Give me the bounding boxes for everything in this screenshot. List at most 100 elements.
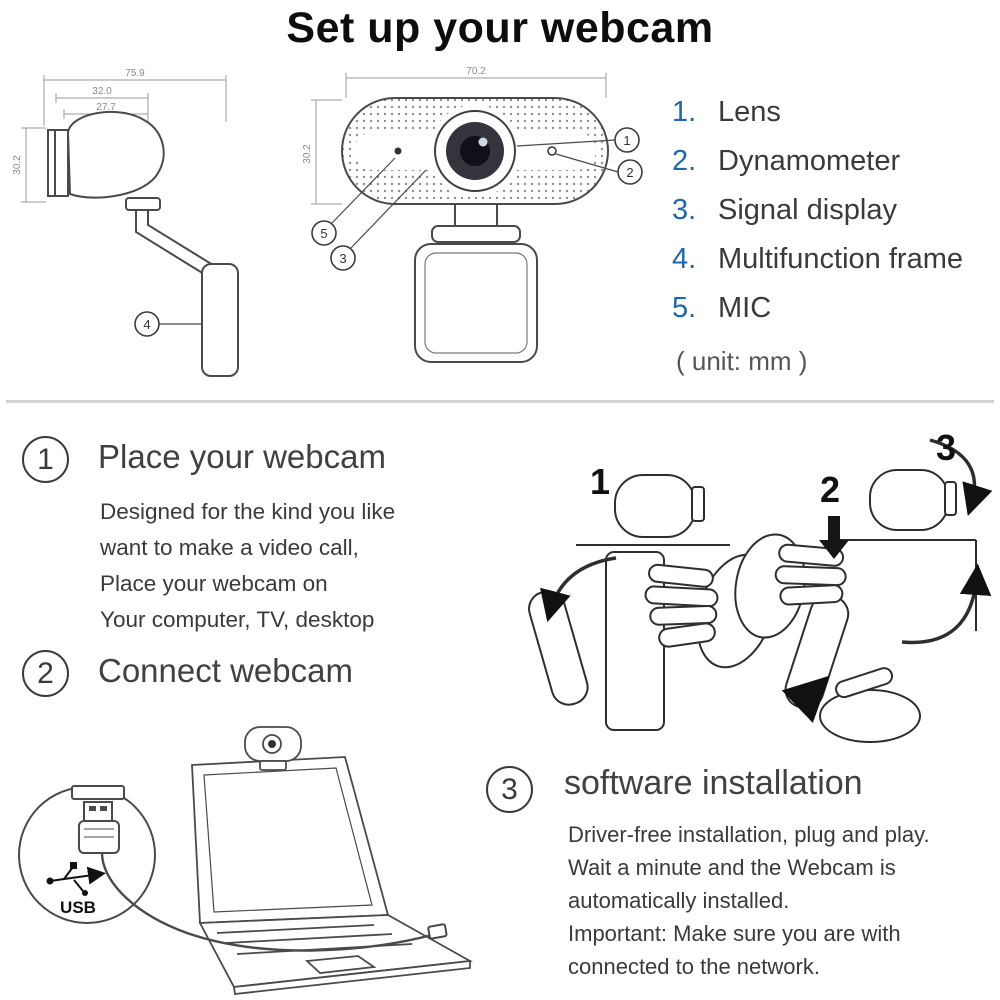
webcam-on-monitor [869, 469, 949, 531]
dim-702: 70.2 [466, 66, 486, 77]
step3-line: automatically installed. [568, 888, 790, 913]
step3-number: 3 [501, 772, 518, 806]
step1-number-circle: 1 [22, 436, 69, 483]
webcam-head-side [66, 110, 165, 199]
laptop [191, 726, 473, 995]
dim-320: 32.0 [92, 86, 112, 97]
mount-step-1-label: 1 [590, 461, 610, 502]
usb-callout [18, 785, 448, 952]
callout-3-number: 3 [339, 251, 346, 266]
parts-list-item-lens: 1. Lens [672, 96, 963, 129]
lens-highlight [478, 137, 488, 147]
push-arrow [781, 675, 830, 723]
callout-1-number: 1 [623, 133, 630, 148]
finger [835, 667, 894, 699]
thumb [658, 622, 716, 648]
step1-line: Your computer, TV, desktop [100, 607, 375, 632]
part-number: 2. [672, 145, 697, 177]
mount-panel-close-clip [734, 438, 993, 743]
clip-frame-front [414, 243, 538, 363]
rotate-arrow-top [929, 438, 993, 517]
callout-2-number: 2 [626, 165, 633, 180]
page-title: Set up your webcam [286, 4, 714, 52]
step3-line: Wait a minute and the Webcam is [568, 855, 896, 880]
dim-759: 75.9 [125, 68, 145, 79]
usb-port [71, 785, 125, 800]
parts-list: 1. Lens 2. Dynamometer 3. Signal display… [672, 96, 963, 341]
part-label: Signal display [718, 194, 897, 226]
step1-line: Place your webcam on [100, 571, 328, 596]
part-label: MIC [718, 292, 772, 324]
step3-description: Driver-free installation, plug and play.… [568, 818, 930, 983]
finger [774, 565, 847, 587]
step2-title: Connect webcam [98, 652, 353, 689]
press-down-arrow [819, 516, 849, 559]
dim-302-side: 30.2 [12, 155, 23, 175]
parts-list-item-mic: 5. MIC [672, 292, 963, 325]
finger [649, 604, 718, 626]
dim-277: 27.7 [96, 102, 116, 113]
section-divider [6, 400, 994, 403]
step3-title: software installation [564, 764, 863, 802]
usb-trident-icon [46, 862, 106, 896]
dimension-labels: 70.2 30.2 [302, 66, 486, 164]
mounting-steps-illustration: 1 2 3 [528, 427, 993, 743]
dim-302-front: 30.2 [302, 144, 313, 164]
finger [779, 584, 844, 606]
webcam-front-technical-drawing: 70.2 30.2 1 2 5 [302, 66, 643, 363]
neck [454, 203, 498, 227]
parts-list-item-signal-display: 3. Signal display [672, 194, 963, 227]
step1-line: want to make a video call, [100, 535, 359, 560]
laptop-usb-connection-illustration: USB [18, 726, 473, 995]
part-label: Lens [718, 96, 781, 128]
lens-barrel-side [47, 129, 69, 197]
dimension-labels: 75.9 32.0 27.7 30.2 [12, 68, 145, 175]
callout-frame: 4 [134, 311, 202, 337]
step1-title: Place your webcam [98, 438, 386, 475]
mount-step-numbers: 1 2 3 [590, 427, 956, 510]
part-number: 5. [672, 292, 697, 324]
callout-5-number: 5 [320, 226, 327, 241]
finger [644, 585, 719, 608]
usb-cable [100, 852, 433, 952]
open-clip [528, 590, 589, 706]
signal-led [547, 146, 557, 156]
callout-4-number: 4 [143, 317, 150, 332]
step2-number: 2 [37, 656, 54, 690]
webcam-side-body [47, 110, 239, 377]
part-number: 3. [672, 194, 697, 226]
part-label: Multifunction frame [718, 243, 963, 275]
mount-step-2-label: 2 [820, 469, 840, 510]
step3-line: Driver-free installation, plug and play. [568, 822, 930, 847]
part-number: 1. [672, 96, 697, 128]
webcam-side-technical-drawing: 75.9 32.0 27.7 30.2 4 [12, 68, 239, 377]
dimension-lines [311, 73, 607, 205]
step1-line: Designed for the kind you like [100, 499, 396, 524]
step1-number: 1 [37, 442, 54, 476]
clip-frame-side [201, 263, 239, 377]
step1-description: Designed for the kind you like want to m… [100, 494, 395, 638]
mic-hole [394, 147, 402, 155]
cable-connector [427, 923, 448, 940]
step3-line: connected to the network. [568, 954, 820, 979]
touchpad [304, 955, 377, 974]
finger [648, 563, 714, 588]
part-label: Dynamometer [718, 145, 901, 177]
webcam-on-monitor [614, 474, 696, 538]
laptop-screen [191, 756, 390, 924]
parts-list-item-multifunction-frame: 4. Multifunction frame [672, 243, 963, 276]
mount-step-3-label: 3 [936, 427, 956, 468]
hand-lower [819, 689, 921, 743]
usb-plug-metal [83, 801, 113, 822]
rotate-clip-arrow [540, 556, 617, 623]
hinge-bar [431, 225, 521, 243]
hinge-side [125, 197, 161, 211]
mount-panel-open-clip [528, 474, 776, 731]
parts-list-item-dynamometer: 2. Dynamometer [672, 145, 963, 178]
step3-number-circle: 3 [486, 766, 533, 813]
step2-number-circle: 2 [22, 650, 69, 697]
step3-line: Important: Make sure you are with [568, 921, 901, 946]
webcam-front-body [341, 97, 609, 363]
part-number: 4. [672, 243, 697, 275]
